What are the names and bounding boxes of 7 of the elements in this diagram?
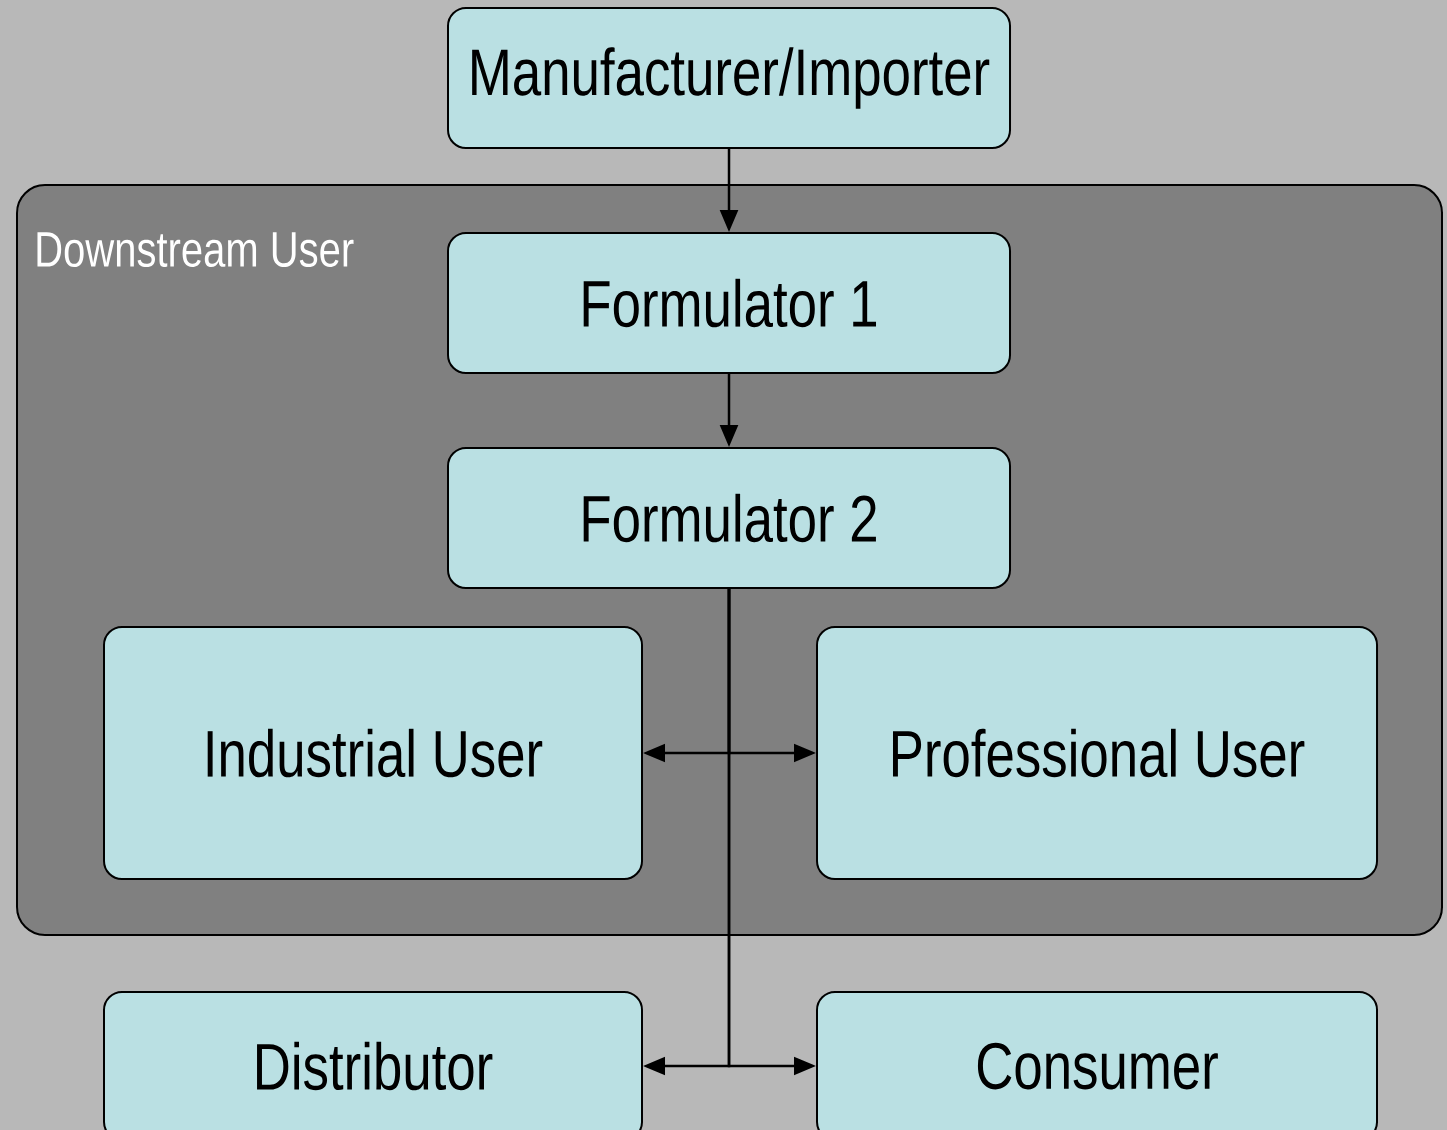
process-box: Distributor [103, 991, 643, 1130]
process-box: Professional User [816, 626, 1378, 880]
process-box: Consumer [816, 991, 1378, 1130]
process-box: Industrial User [103, 626, 643, 880]
process-box: Formulator 1 [447, 232, 1011, 374]
process-box: Formulator 2 [447, 447, 1011, 589]
process-box: Manufacturer/Importer [447, 7, 1011, 149]
